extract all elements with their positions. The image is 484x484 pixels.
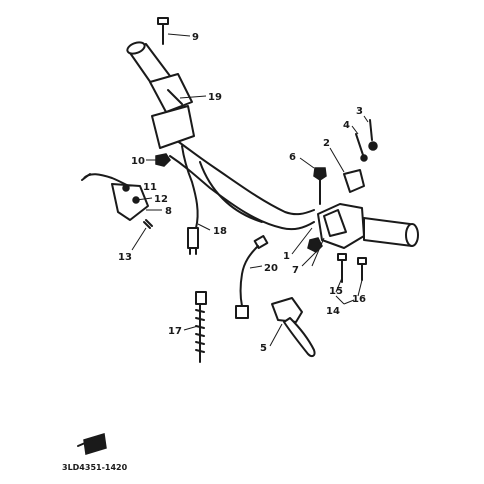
nut-10 [155,153,171,167]
screw-6 [313,167,327,205]
callout-13: 13 [118,252,132,263]
screw-3 [368,119,378,151]
pin-13 [143,219,153,229]
callout-17: 17 [168,326,182,337]
throttle-cable-18 [181,145,199,255]
bolt-9 [157,17,169,45]
callout-2: 2 [323,138,330,149]
callout-4: 4 [343,120,350,131]
handlebar [169,139,315,231]
document-logo [77,433,107,455]
callout-5: 5 [260,343,267,354]
callout-20: 20 [264,263,278,274]
screw-16 [357,257,367,281]
right-grip [363,217,419,247]
callout-1: 1 [283,251,290,262]
callout-3: 3 [356,106,363,117]
callout-19: 19 [208,92,222,103]
nut-7 [307,237,323,253]
callouts: 9 19 3 4 2 6 10 11 12 8 13 18 1 7 20 15 … [118,32,366,354]
clutch-lever-8 [81,173,149,221]
adjuster-17 [195,291,207,363]
callout-14: 14 [326,306,340,317]
right-switch-housing [317,169,365,249]
callout-12: 12 [154,194,168,205]
document-code: 3LD4351-1420 [62,463,128,472]
brake-lever-5 [271,297,316,358]
callout-8: 8 [165,206,172,217]
callout-15: 15 [329,286,343,297]
callout-18: 18 [213,226,227,237]
screw-15 [337,253,347,283]
callout-11: 11 [143,182,157,193]
callout-6: 6 [289,152,296,163]
callout-7: 7 [292,265,299,276]
throttle-housing [149,73,195,149]
screw-4 [355,133,368,162]
cable-20 [235,235,269,319]
callout-9: 9 [192,32,199,43]
leader-lines [126,33,369,347]
callout-16: 16 [352,294,366,305]
callout-10: 10 [131,156,145,167]
